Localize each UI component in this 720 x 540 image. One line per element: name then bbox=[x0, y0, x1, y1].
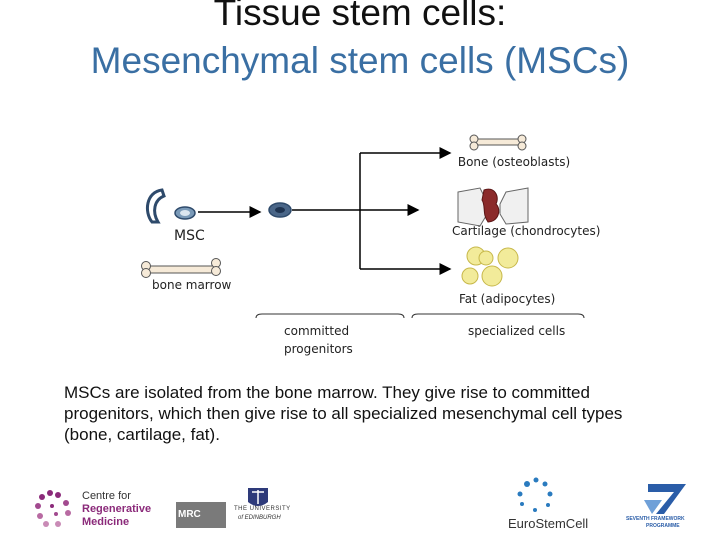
bracket-specialized bbox=[411, 313, 585, 319]
label-committed-line2: progenitors bbox=[284, 342, 353, 356]
branch-arrows bbox=[292, 147, 452, 275]
crm-logo-line3: Medicine bbox=[82, 516, 130, 528]
crm-logo-line2: Regenerative bbox=[82, 503, 152, 515]
mrc-logo-icon bbox=[176, 502, 226, 528]
eurostemcell-logo-icon bbox=[517, 477, 553, 512]
title-line-1: Tissue stem cells: bbox=[213, 0, 507, 33]
progenitor-cell-icon bbox=[268, 202, 292, 218]
mrc-logo-text: MRC bbox=[178, 509, 201, 520]
crm-logo-line1: Centre for bbox=[82, 490, 131, 502]
label-msc: MSC bbox=[174, 228, 205, 244]
msc-cell-icon bbox=[174, 206, 196, 220]
bone-marrow-bone-icon bbox=[141, 258, 221, 278]
cartilage-icon bbox=[457, 187, 529, 227]
label-bone: Bone (osteoblasts) bbox=[457, 155, 571, 169]
title-line-2: Mesenchymal stem cells (MSCs) bbox=[90, 40, 630, 81]
eurostemcell-logo-text: EuroStemCell bbox=[508, 516, 589, 531]
fp7-logo-line1: SEVENTH FRAMEWORK bbox=[626, 516, 685, 522]
caption-text: MSCs are isolated from the bone marrow. … bbox=[64, 383, 623, 444]
label-committed-line1: committed bbox=[284, 324, 350, 338]
bone-marrow-hook-icon bbox=[145, 188, 166, 224]
fat-cells-icon bbox=[461, 246, 519, 287]
label-bone-marrow: bone marrow bbox=[152, 278, 232, 292]
label-fat: Fat (adipocytes) bbox=[459, 292, 556, 306]
label-cartilage: Cartilage (chondrocytes) bbox=[452, 224, 601, 238]
edinburgh-logo-line1: THE UNIVERSITY bbox=[234, 506, 291, 512]
edinburgh-logo-line2: of EDINBURGH bbox=[238, 515, 281, 521]
label-specialized: specialized cells bbox=[468, 324, 566, 338]
crm-logo-icon bbox=[35, 490, 71, 527]
bone-icon bbox=[469, 134, 527, 151]
edinburgh-crest-icon bbox=[248, 488, 268, 506]
bracket-committed bbox=[255, 313, 405, 319]
fp7-logo-line2: PROGRAMME bbox=[646, 523, 680, 529]
fp7-logo-icon bbox=[644, 484, 686, 514]
